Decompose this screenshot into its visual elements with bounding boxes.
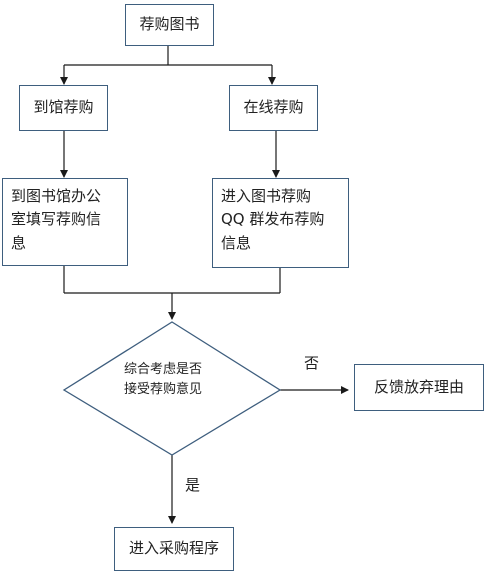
node-start-label: 荐购图书 <box>139 15 200 34</box>
node-online: 在线荐购 <box>229 85 318 131</box>
node-reject-label: 反馈放弃理由 <box>373 377 464 396</box>
node-office-line-2: 室填写荐购信 <box>11 210 102 229</box>
node-qq-line-2: QQ 群发布荐购 <box>221 210 325 229</box>
node-office-line-1: 到图书馆办公 <box>11 187 102 205</box>
edge-no-label: 否 <box>304 354 320 372</box>
node-qq: 进入图书荐购 QQ 群发布荐购 信息 <box>212 178 349 268</box>
node-office-line-3: 息 <box>11 233 27 252</box>
decision-line-2: 接受荐购意见 <box>124 382 203 398</box>
node-qq-line-1: 进入图书荐购 <box>221 187 312 205</box>
node-online-label: 在线荐购 <box>243 98 304 117</box>
node-qq-line-3: 信息 <box>221 233 252 252</box>
node-visit-label: 到馆荐购 <box>33 98 94 117</box>
node-office: 到图书馆办公 室填写荐购信 息 <box>2 178 128 266</box>
node-accept: 进入采购程序 <box>114 527 234 571</box>
node-visit: 到馆荐购 <box>19 85 108 131</box>
node-start: 荐购图书 <box>125 4 214 46</box>
decision-diamond <box>62 321 282 456</box>
node-accept-label: 进入采购程序 <box>128 539 219 558</box>
node-reject: 反馈放弃理由 <box>354 364 484 411</box>
decision-line-1: 综合考虑是否 <box>124 362 203 377</box>
decision-label: 综合考虑是否 接受荐购意见 <box>124 360 202 400</box>
edge-yes-label: 是 <box>185 476 201 494</box>
